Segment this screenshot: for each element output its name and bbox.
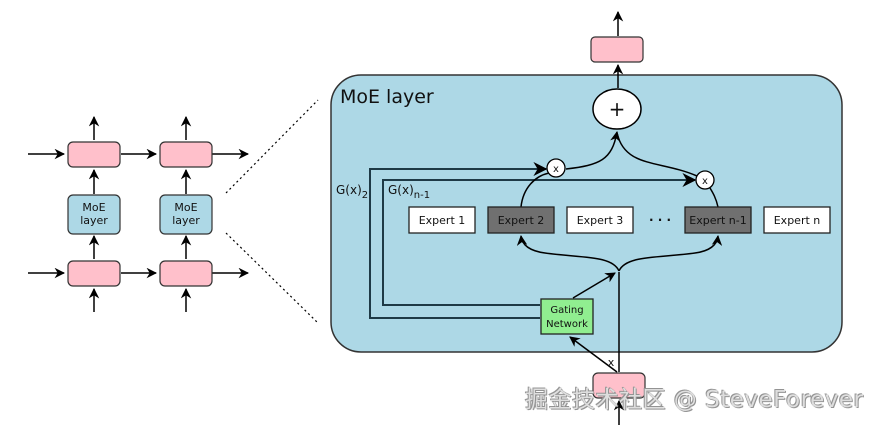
curve-input-to-expert2: [516, 234, 620, 272]
curve-multn1-to-sum: [616, 132, 698, 177]
watermark: 掘金技术社区 @ SteveForever: [525, 387, 864, 413]
gate-label-2: G(x)2: [336, 183, 368, 201]
sum-node: [592, 88, 642, 130]
zoom-guide-bottom: [225, 232, 319, 324]
pink-block-col2-bottom: [159, 260, 213, 287]
expert-1-label: Expert 1: [419, 214, 466, 227]
expert-1-box: [408, 206, 476, 234]
moe-block-col2-label-2: layer: [172, 214, 200, 227]
gating-network-label-1: Gating: [550, 305, 583, 316]
expert-2-label: Expert 2: [498, 214, 545, 227]
expert-n-box: [763, 206, 831, 234]
gating-network-box: [540, 298, 594, 335]
left-stack: MoE layer MoE layer: [28, 115, 250, 312]
expert-3-box: [566, 206, 634, 234]
pink-block-col2-top: [159, 141, 213, 168]
curve-input-to-expertn1: [618, 234, 723, 272]
multiply-symbol-2: x: [553, 164, 559, 175]
expert-n1-box: [684, 206, 752, 234]
zoom-guide-top: [225, 99, 319, 194]
moe-panel-title: MoE layer: [340, 86, 434, 108]
experts-ellipsis: · · ·: [649, 213, 671, 227]
arrow-input-to-gating: [569, 336, 618, 373]
sum-symbol: +: [609, 97, 626, 121]
multiply-symbol-n1: x: [702, 176, 708, 187]
gate-label-n1: G(x)n-1: [388, 183, 430, 201]
arrow-gating-to-split: [572, 272, 616, 299]
gate-line-2: [369, 162, 548, 319]
pink-block-col1-top: [67, 141, 121, 168]
expert-2-box: [487, 206, 555, 234]
expert-n1-label: Expert n-1: [689, 214, 746, 227]
curve-expert2-to-mult: [520, 172, 550, 208]
gating-network-label-2: Network: [546, 319, 588, 330]
curve-mult2-to-sum: [565, 130, 621, 170]
moe-block-col2: [159, 194, 213, 235]
moe-block-col1-label-1: MoE: [82, 201, 105, 214]
output-pink-block: [590, 36, 644, 63]
moe-block-col1: [67, 194, 121, 235]
input-label: x: [608, 356, 615, 369]
expert-3-label: Expert 3: [577, 214, 624, 227]
moe-block-col1-label-2: layer: [80, 214, 108, 227]
input-pink-block: [592, 372, 646, 399]
moe-block-col2-label-1: MoE: [174, 201, 197, 214]
multiply-node-n1: [695, 170, 715, 190]
pink-block-col1-bottom: [67, 260, 121, 287]
multiply-node-2: [546, 158, 566, 178]
curve-expertn1-to-mult: [709, 187, 719, 208]
experts-row: Expert 1 Expert 2 Expert 3 · · · Expert …: [408, 206, 831, 234]
expert-n-label: Expert n: [774, 214, 821, 227]
gate-line-n1: [382, 173, 697, 306]
